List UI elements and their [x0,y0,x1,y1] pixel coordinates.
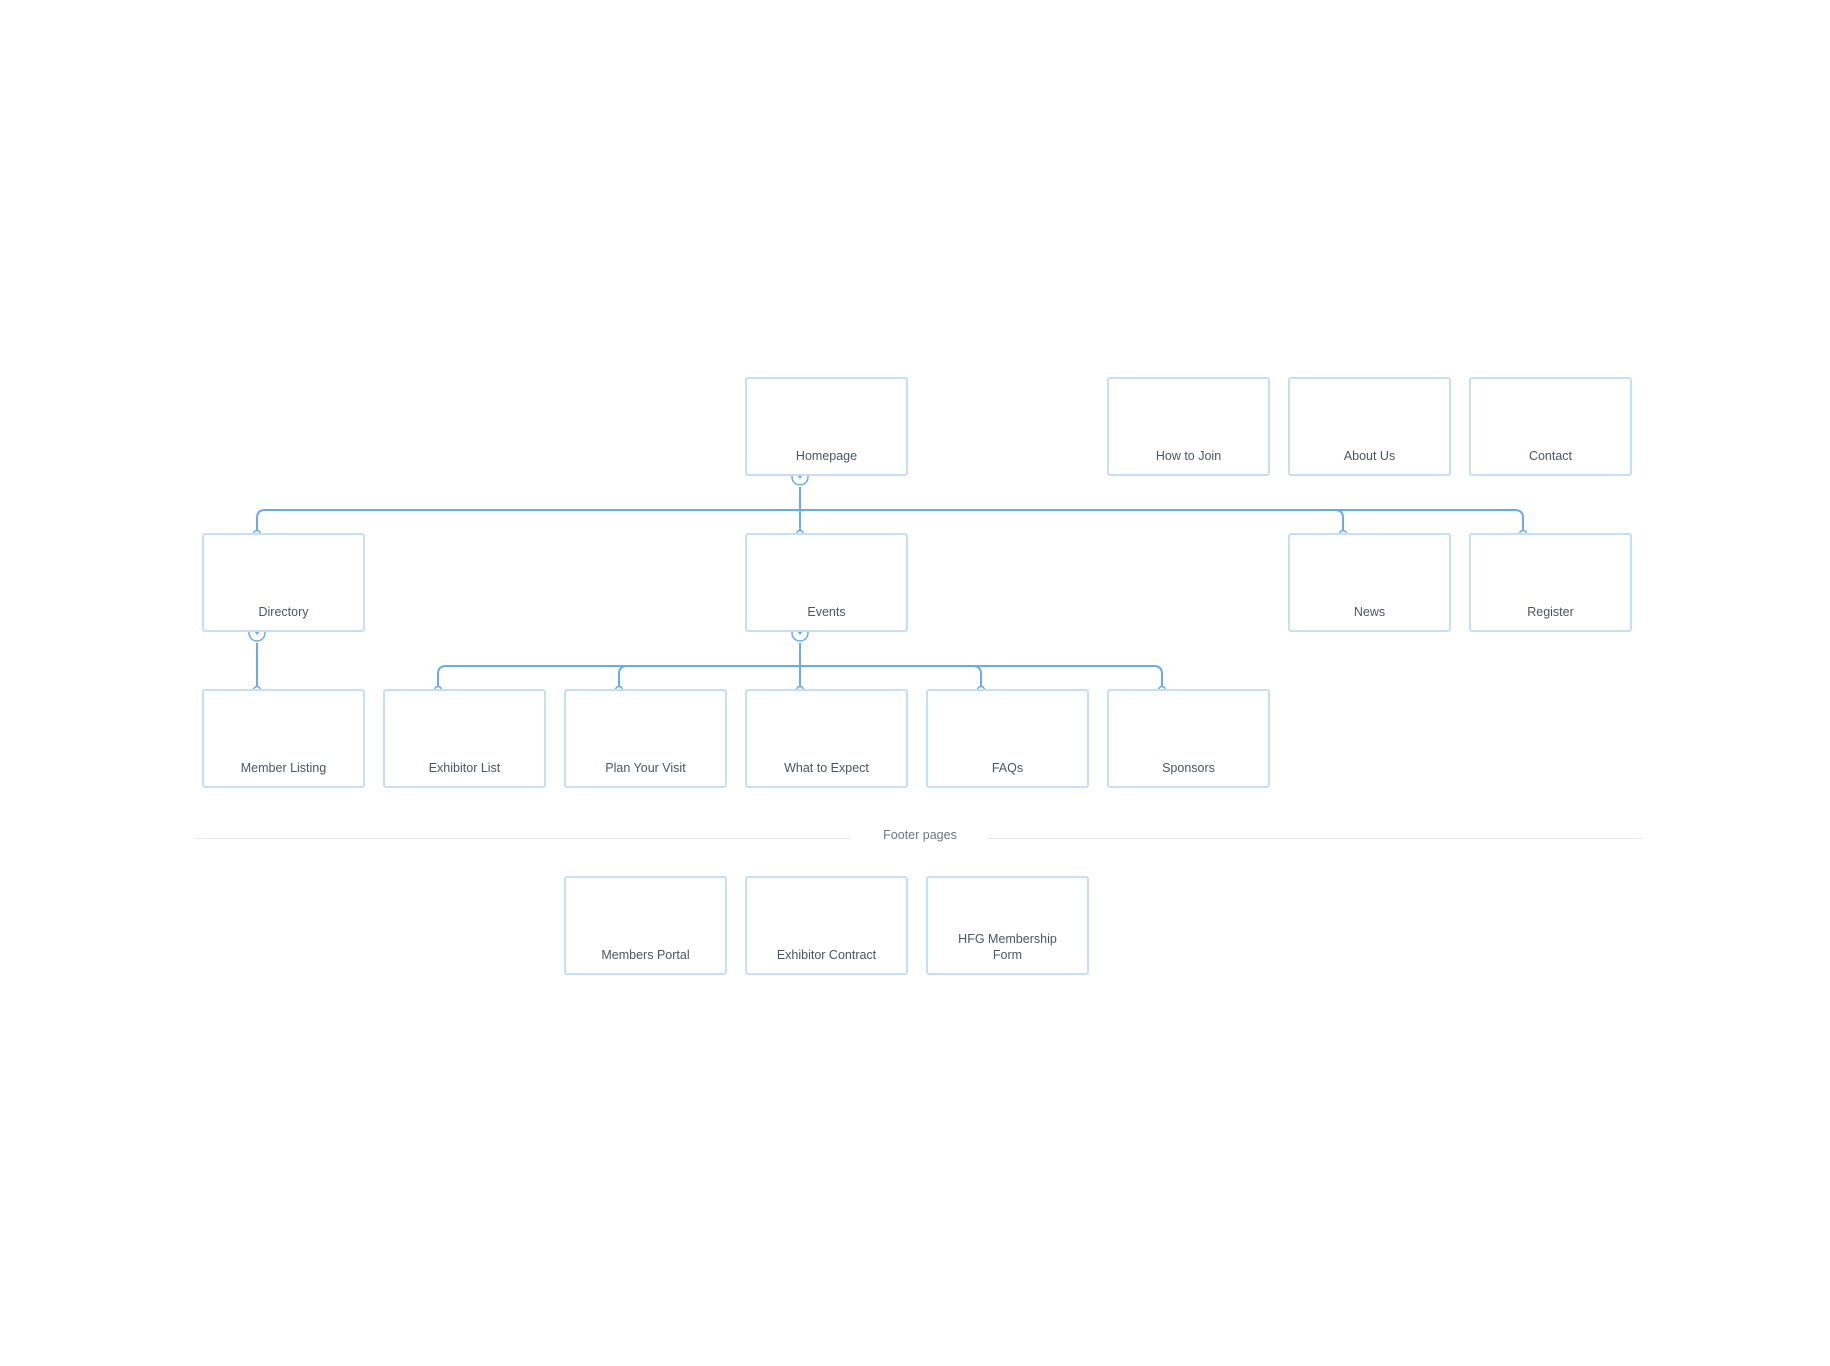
node-label: Contact [1528,449,1573,463]
node-label: FAQs [991,761,1024,775]
node-label: Plan Your Visit [605,761,686,775]
node-label: News [1353,605,1386,619]
node-member-listing[interactable]: Member Listing [202,689,365,788]
node-news[interactable]: News [1288,533,1451,632]
node-label: Exhibitor List [428,761,501,775]
node-label: Homepage [795,449,858,463]
connector-to-sponsors [1153,665,1163,689]
node-register[interactable]: Register [1469,533,1632,632]
node-hfg-membership-form[interactable]: HFG Membership Form [926,876,1089,975]
node-sponsors[interactable]: Sponsors [1107,689,1270,788]
node-label: HFG Membership Form [958,932,1057,962]
connector-to-register [1514,509,1524,533]
node-members-portal[interactable]: Members Portal [564,876,727,975]
node-about-us[interactable]: About Us [1288,377,1451,476]
node-label: Events [807,605,846,619]
footer-divider-right [988,838,1643,839]
node-label: How to Join [1155,449,1222,463]
node-label: Register [1527,605,1574,619]
node-label: Sponsors [1162,761,1215,775]
node-events[interactable]: Events [745,533,908,632]
footer-divider-left [195,838,850,839]
node-exhibitor-list[interactable]: Exhibitor List [383,689,546,788]
node-exhibitor-contract[interactable]: Exhibitor Contract [745,876,908,975]
node-label: Exhibitor Contract [776,948,877,962]
node-homepage[interactable]: Homepage [745,377,908,476]
node-label: Directory [258,605,309,619]
node-contact[interactable]: Contact [1469,377,1632,476]
node-label: Member Listing [240,761,327,775]
connector-to-exhibitor-list [437,665,447,689]
node-faqs[interactable]: FAQs [926,689,1089,788]
node-label: What to Expect [784,761,869,775]
connector-to-plan-your-visit [618,665,628,689]
node-plan-your-visit[interactable]: Plan Your Visit [564,689,727,788]
node-label: About Us [1343,449,1396,463]
node-label: Members Portal [601,948,690,962]
connector-to-directory [256,509,266,533]
node-directory[interactable]: Directory [202,533,365,632]
connector-to-faqs [972,665,982,689]
node-how-to-join[interactable]: How to Join [1107,377,1270,476]
footer-section-label: Footer pages [883,828,957,842]
node-what-to-expect[interactable]: What to Expect [745,689,908,788]
connector-to-news [1334,509,1344,533]
